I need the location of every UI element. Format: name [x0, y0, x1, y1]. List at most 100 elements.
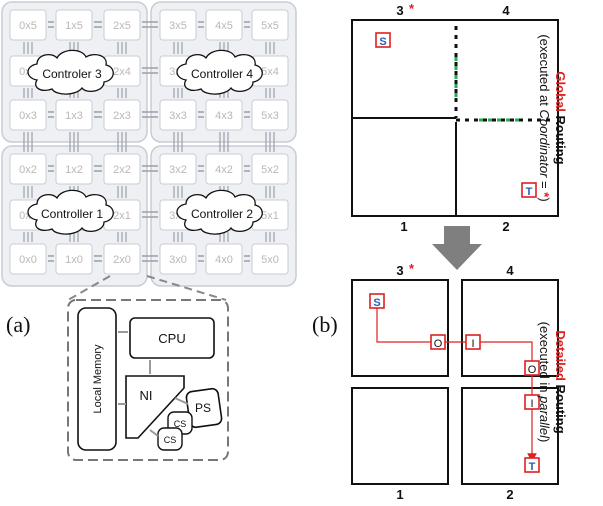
- controller-2-cloud: Controller 2: [176, 189, 263, 235]
- mesh-node-label: 5x1: [261, 210, 279, 222]
- mesh-node-tile: [205, 243, 243, 275]
- mesh-node-label: 1x2: [65, 164, 83, 176]
- mesh-node-label: 5x0: [261, 254, 279, 266]
- controller-4-label: Controller 4: [191, 67, 253, 81]
- mesh-node-tile: [55, 243, 93, 275]
- controller-1-label: Controller 1: [41, 207, 103, 221]
- mesh-node-label: 5x5: [261, 20, 279, 32]
- mesh-node-tile: [251, 153, 289, 185]
- detailed-exit-label-1: O: [434, 338, 443, 350]
- ps-block: [185, 387, 223, 429]
- global-caption-eq: =: [537, 177, 552, 192]
- ni-block: [125, 375, 185, 439]
- mesh-node-label: 0x5: [19, 20, 37, 32]
- global-q3-label: 3: [396, 3, 403, 18]
- detailed-caption-close: ): [537, 438, 552, 442]
- detailed-target-label: T: [529, 461, 536, 473]
- panel-a-label: (a): [6, 312, 30, 337]
- controller-4-cloud: Controller 4: [176, 49, 263, 95]
- global-q2-label: 2: [502, 219, 509, 234]
- detailed-source-box: [369, 293, 385, 309]
- mesh-node-tile: [55, 9, 93, 41]
- detailed-entry-box-1: [465, 334, 481, 350]
- zoom-line-right: [146, 275, 227, 301]
- detailed-region-3: [351, 279, 449, 377]
- mesh-node-tile: [9, 243, 47, 275]
- ni-cs-link: [149, 429, 159, 437]
- zoom-line-left: [67, 275, 111, 301]
- global-source-label: S: [379, 36, 386, 48]
- mesh-node-tile: [251, 243, 289, 275]
- mesh-node-label: 3x0: [169, 254, 187, 266]
- mesh-node-label: 0x0: [19, 254, 37, 266]
- svg-text:(executed in parallel): (executed in parallel): [537, 322, 552, 443]
- mesh-node-tile: [159, 243, 197, 275]
- detailed-region-1: [351, 387, 449, 485]
- svg-text:(executed at Coordinator = *): (executed at Coordinator = *): [537, 34, 552, 201]
- mesh-node-label: 5x2: [261, 164, 279, 176]
- local-memory-block: [77, 307, 117, 451]
- mesh-node-label: 5x4: [261, 66, 279, 78]
- mesh-node-label: 2x0: [113, 254, 131, 266]
- mesh-node-tile: [9, 9, 47, 41]
- detailed-caption-open: (executed in: [537, 322, 552, 396]
- panel-b-label: (b): [312, 312, 338, 337]
- global-target-box: [521, 182, 537, 198]
- mesh-node-tile: [159, 9, 197, 41]
- detailed-exit-label-2: O: [528, 364, 537, 376]
- mesh-node-label: 5x3: [261, 110, 279, 122]
- global-target-label: T: [526, 186, 533, 198]
- mesh-node-label: 1x3: [65, 110, 83, 122]
- cs-label-1: CS: [174, 419, 187, 429]
- node-detail: Local Memory CPU NI PS CS CS: [67, 299, 229, 461]
- controller-2-label: Controller 2: [191, 207, 253, 221]
- mesh-node-label: 2x1: [113, 210, 131, 222]
- controller-3-cloud: Controler 3: [27, 49, 114, 95]
- local-memory-label: Local Memory: [92, 344, 104, 414]
- mesh-node-label: 2x4: [113, 66, 131, 78]
- global-source-box: [375, 32, 391, 48]
- global-caption-italic: Coordinator: [537, 109, 552, 178]
- cs-block-2: [157, 427, 183, 451]
- mesh-node-tile: [205, 153, 243, 185]
- mesh-node-tile: [251, 9, 289, 41]
- mesh-node-label: 0x3: [19, 110, 37, 122]
- cpu-label: CPU: [158, 331, 185, 346]
- mesh-node-tile: [55, 153, 93, 185]
- detailed-caption-italic: parallel: [537, 395, 552, 439]
- mesh-node-tile: [103, 153, 141, 185]
- mesh-node-label: 3x5: [169, 20, 187, 32]
- detailed-q3-label: 3: [396, 263, 403, 278]
- detailed-region-2: [461, 387, 559, 485]
- global-q3-star: *: [409, 1, 415, 16]
- mesh-node-label: 4x0: [215, 254, 233, 266]
- mesh-node-label: 2x2: [113, 164, 131, 176]
- detailed-source-label: S: [373, 297, 380, 309]
- detailed-entry-box-2: [524, 394, 540, 410]
- ps-label: PS: [195, 401, 211, 415]
- controller-3-label: Controler 3: [42, 67, 102, 81]
- detailed-q2-label: 2: [506, 487, 513, 502]
- mesh-node-tile: [159, 153, 197, 185]
- detailed-target-box: [524, 457, 540, 473]
- global-caption-colored: Global: [553, 71, 568, 111]
- mesh-node-tile: [103, 243, 141, 275]
- mesh-node-tile: [103, 9, 141, 41]
- detailed-q1-label: 1: [396, 487, 403, 502]
- global-q4-label: 4: [502, 3, 510, 18]
- global-routing-map: S T 3 * 4 1 2: [351, 1, 559, 234]
- global-routing-caption: Global Routing (executed at Coordinator …: [537, 34, 568, 201]
- mesh-node-label: 2x3: [113, 110, 131, 122]
- global-caption-close: ): [537, 197, 552, 201]
- mesh-node-tile: [103, 99, 141, 131]
- ni-ps-link: [174, 397, 189, 405]
- mesh-node-label: 1x5: [65, 20, 83, 32]
- detailed-q3-star: *: [409, 261, 415, 276]
- mesh-node-label: 4x2: [215, 164, 233, 176]
- mesh-node-label: 4x3: [215, 110, 233, 122]
- mesh-node-tile: [9, 99, 47, 131]
- global-caption-rest: Routing: [553, 112, 568, 165]
- ni-label: NI: [140, 388, 153, 403]
- detailed-exit-box-1: [430, 334, 446, 350]
